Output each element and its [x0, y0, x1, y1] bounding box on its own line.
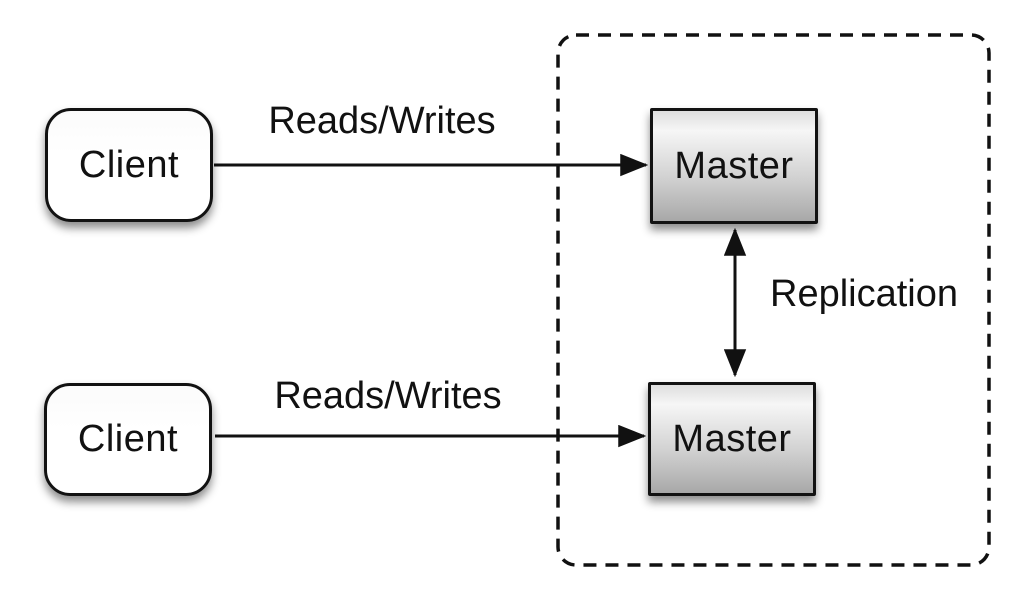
edge-label-replication: Replication: [770, 273, 958, 315]
client-node-bottom: Client: [44, 383, 212, 496]
master-node-bottom-label: Master: [672, 417, 792, 460]
client-node-bottom-label: Client: [77, 418, 179, 460]
replication-group-boundary: [556, 33, 991, 567]
master-node-bottom: Master: [648, 382, 816, 496]
client-node-top-label: Client: [78, 143, 180, 186]
client-node-top: Client: [45, 108, 213, 222]
master-node-top: Master: [650, 108, 818, 224]
edge-label-reads-writes-top: Reads/Writes: [268, 100, 496, 142]
edge-label-reads-writes-bottom: Reads/Writes: [274, 375, 502, 417]
master-node-top-label: Master: [674, 144, 794, 187]
